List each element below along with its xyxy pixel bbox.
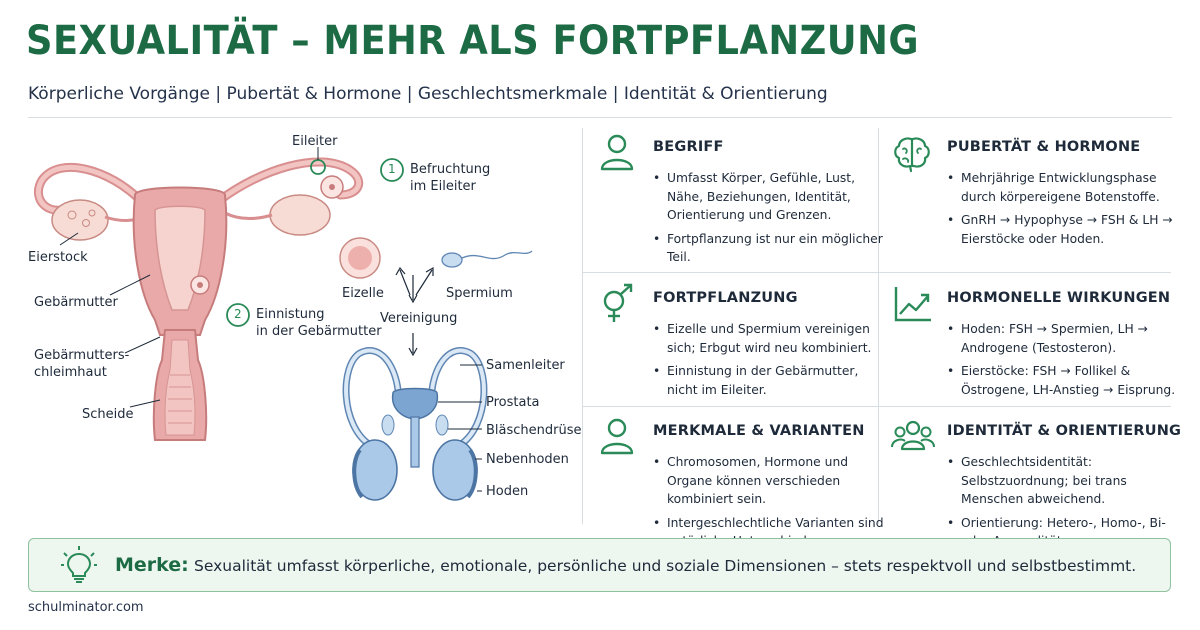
egg-cell [339, 237, 381, 279]
person-icon [600, 134, 634, 171]
label-spermium: Spermium [446, 286, 513, 301]
panel-fortpflanzung: FORTPFLANZUNG Eizelle und Spermium verei… [597, 282, 882, 406]
panel-bullets: Mehrjährige Entwicklungsphase durch körp… [947, 169, 1179, 253]
label-schleimhaut: Gebärmutters-chleimhaut [34, 348, 130, 380]
lightbulb-icon [61, 546, 97, 583]
panel-title: IDENTITÄT & ORIENTIERUNG [947, 423, 1182, 439]
panel-identitaet-orientierung: IDENTITÄT & ORIENTIERUNG Geschlechtsiden… [891, 415, 1181, 548]
label-prostata: Prostata [486, 395, 540, 410]
panel-title: BEGRIFF [653, 139, 724, 155]
gender-symbols-icon [603, 283, 633, 322]
sperm-cell [441, 250, 533, 268]
page-subtitle: Körperliche Vorgänge | Pubertät & Hormon… [28, 84, 828, 104]
bullet-item: GnRH → Hypophyse → FSH & LH → Eierstöcke… [947, 211, 1179, 248]
merke-label: Merke: [115, 554, 189, 576]
bullet-item: Mehrjährige Entwicklungsphase durch körp… [947, 169, 1179, 206]
label-eizelle: Eizelle [342, 286, 384, 301]
trend-chart-icon [894, 287, 931, 322]
bullet-item: Einnistung in der Gebärmutter, nicht im … [653, 362, 885, 399]
label-samenleiter: Samenleiter [486, 358, 565, 373]
panel-bullets: Eizelle und Spermium vereinigen sich; Er… [653, 320, 885, 404]
label-blaeschendruese: Bläschendrüse [486, 423, 582, 438]
step-1-number: 1 [388, 162, 396, 176]
anatomy-diagram: Eileiter Eierstock Gebärmutter Gebärmutt… [20, 125, 582, 525]
panel-begriff: BEGRIFF Umfasst Körper, Gefühle, Lust, N… [597, 131, 885, 272]
label-gebaermutter: Gebärmutter [34, 295, 118, 310]
label-hoden: Hoden [486, 484, 529, 499]
header-divider [28, 117, 1172, 118]
panel-hormonelle-wirkungen: HORMONELLE WIRKUNGEN Hoden: FSH → Spermi… [891, 282, 1176, 406]
anatomy-illustration [33, 147, 533, 501]
person-icon [600, 418, 634, 455]
bullet-item: Umfasst Körper, Gefühle, Lust, Nähe, Bez… [653, 169, 885, 225]
label-eierstock: Eierstock [28, 250, 88, 265]
panel-title: HORMONELLE WIRKUNGEN [947, 290, 1171, 306]
panel-pubertaet-hormone: PUBERTÄT & HORMONE Mehrjährige Entwicklu… [891, 131, 1176, 271]
panel-divider-row2 [583, 406, 1171, 407]
panel-title: MERKMALE & VARIANTEN [653, 423, 865, 439]
panel-merkmale-varianten: MERKMALE & VARIANTEN Chromosomen, Hormon… [597, 415, 884, 548]
merke-text: Sexualität umfasst körperliche, emotiona… [194, 557, 1137, 575]
merke-box: Merke: Sexualität umfasst körperliche, e… [28, 538, 1171, 592]
label-scheide: Scheide [82, 407, 134, 422]
panel-divider-left [582, 128, 583, 524]
brain-icon [894, 137, 930, 173]
panel-bullets: Geschlechtsidentität: Selbstzuordnung; b… [947, 453, 1179, 556]
label-eileiter: Eileiter [292, 134, 338, 149]
panel-bullets: Umfasst Körper, Gefühle, Lust, Nähe, Bez… [653, 169, 885, 272]
panel-bullets: Hoden: FSH → Spermien, LH → Androgene (T… [947, 320, 1179, 404]
label-nebenhoden: Nebenhoden [486, 452, 569, 467]
panel-bullets: Chromosomen, Hormone und Organe können v… [653, 453, 885, 556]
male-reproductive-organs [342, 347, 488, 501]
label-vereinigung: Vereinigung [380, 311, 458, 326]
bullet-item: Eizelle und Spermium vereinigen sich; Er… [653, 320, 885, 357]
bullet-item: Chromosomen, Hormone und Organe können v… [653, 453, 885, 509]
female-reproductive-organs [33, 147, 364, 441]
bullet-item: Fortpflanzung ist nur ein möglicher Teil… [653, 230, 885, 267]
panel-title: FORTPFLANZUNG [653, 290, 798, 306]
panel-title: PUBERTÄT & HORMONE [947, 139, 1141, 155]
bullet-item: Geschlechtsidentität: Selbstzuordnung; b… [947, 453, 1179, 509]
panel-divider-row1 [583, 272, 1171, 273]
step-2-number: 2 [234, 307, 242, 321]
footer-source: schulminator.com [28, 600, 144, 615]
page-title: SEXUALITÄT – MEHR ALS FORTPFLANZUNG [26, 18, 920, 64]
group-icon [891, 420, 935, 451]
bullet-item: Eierstöcke: FSH → Follikel & Östrogene, … [947, 362, 1179, 399]
bullet-item: Hoden: FSH → Spermien, LH → Androgene (T… [947, 320, 1179, 357]
